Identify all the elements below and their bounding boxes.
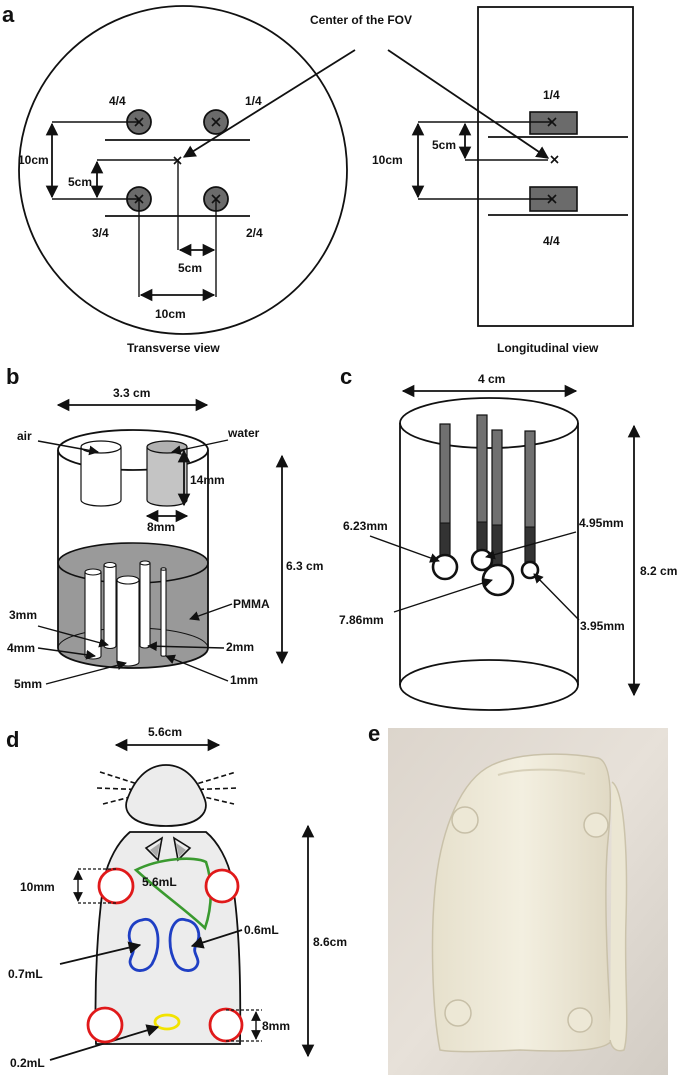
b-air-pointer xyxy=(37,440,99,456)
b-rod-label-3mm: 3mm xyxy=(9,608,37,622)
c-cylinder-bottom xyxy=(399,659,579,711)
b-width-label: 3.3 cm xyxy=(113,386,150,400)
label-1-4: 1/4 xyxy=(245,94,262,108)
panel-d: d 5.6cm 5.6mL 0.6mL 0.7mL 0. xyxy=(6,725,347,1070)
d-marker-guides xyxy=(78,868,262,1042)
panel-label-a: a xyxy=(2,2,15,27)
b-water-label: water xyxy=(227,426,260,440)
c-cylinder-top xyxy=(399,397,579,449)
b-rod-pointer-5mm xyxy=(45,660,127,685)
dim-label-5cm-bottom: 5cm xyxy=(178,261,202,275)
b-water-insert xyxy=(146,446,188,507)
b-cylinder-bottom xyxy=(57,647,209,669)
fov-center-label: Center of the FOV xyxy=(310,13,412,27)
c-sphere-7-86mm xyxy=(481,563,515,597)
c-label-7-86mm: 7.86mm xyxy=(339,613,384,627)
b-rod-label-4mm: 4mm xyxy=(7,641,35,655)
b-water-pointer xyxy=(171,439,229,455)
b-air-insert xyxy=(80,447,122,507)
longitudinal-fov-box xyxy=(477,6,634,327)
d-height-label: 8.6cm xyxy=(313,935,347,949)
e-phantom-photo xyxy=(431,753,628,1053)
c-pointer-4-95mm xyxy=(485,531,577,560)
panel-label-e: e xyxy=(368,721,380,746)
panel-label-b: b xyxy=(6,364,19,389)
c-label-4-95mm: 4.95mm xyxy=(579,516,624,530)
b-rod-pointer-1mm xyxy=(165,654,229,682)
c-pointer-3-95mm xyxy=(533,573,580,621)
panel-label-c: c xyxy=(340,364,352,389)
b-rod-pointer-2mm xyxy=(147,641,225,652)
b-rod-pointer-4mm xyxy=(37,647,96,660)
d-ear-right-inner xyxy=(176,843,186,857)
dim-label-5cm-left: 5cm xyxy=(68,175,92,189)
panel-label-d: d xyxy=(6,727,19,752)
b-air-label: air xyxy=(17,429,32,443)
d-kidney-left-label: 0.7mL xyxy=(8,967,43,981)
c-height-label: 8.2 cm xyxy=(640,564,677,578)
transverse-guide-lines xyxy=(52,121,217,297)
b-pmma-label: PMMA xyxy=(233,597,270,611)
dim-label-10cm-left: 10cm xyxy=(18,153,49,167)
transverse-fov-circle xyxy=(18,5,348,335)
d-kidney-left-pointer xyxy=(59,941,142,965)
d-heart-label: 5.6mL xyxy=(142,875,177,889)
long-dim-label-10cm: 10cm xyxy=(372,153,403,167)
c-pointer-6-23mm xyxy=(369,535,440,563)
c-sphere-rods xyxy=(439,414,536,566)
pointer-to-transverse-center xyxy=(182,49,356,158)
b-rod-label-5mm: 5mm xyxy=(14,677,42,691)
b-rods xyxy=(84,560,167,667)
label-2-4: 2/4 xyxy=(246,226,263,240)
b-water-insert-top xyxy=(146,440,188,454)
long-guide-lines xyxy=(418,121,552,200)
c-label-6-23mm: 6.23mm xyxy=(343,519,388,533)
transverse-caption: Transverse view xyxy=(127,341,220,355)
b-height-label: 6.3 cm xyxy=(286,559,323,573)
d-mouse-head xyxy=(125,764,207,827)
d-marker-bottom-label: 8mm xyxy=(262,1019,290,1033)
panel-e: e xyxy=(368,721,668,1075)
panel-c: c 4 cm 8.2 cm 6.23mm 4.95mm 7.86mm xyxy=(339,364,677,711)
d-bladder-label: 0.2mL xyxy=(10,1056,45,1070)
b-air-insert-top xyxy=(80,440,122,454)
long-label-bottom: 4/4 xyxy=(543,234,560,248)
panel-b: b 3.3 cm 14mm 8mm air water xyxy=(6,364,323,691)
c-pointer-7-86mm xyxy=(393,578,493,613)
longitudinal-caption: Longitudinal view xyxy=(497,341,599,355)
b-insert-diam-label: 8mm xyxy=(147,520,175,534)
d-kidney-right-label: 0.6mL xyxy=(244,923,279,937)
b-rod-label-1mm: 1mm xyxy=(230,673,258,687)
d-bladder-outline xyxy=(153,1013,181,1031)
d-marker-top-label: 10mm xyxy=(20,880,55,894)
d-width-label: 5.6cm xyxy=(148,725,182,739)
label-4-4: 4/4 xyxy=(109,94,126,108)
c-width-label: 4 cm xyxy=(478,372,505,386)
b-pmma-pointer xyxy=(189,603,233,621)
long-label-top: 1/4 xyxy=(543,88,560,102)
d-ear-left-inner xyxy=(150,843,160,857)
d-kidney-right-pointer xyxy=(190,929,243,949)
label-3-4: 3/4 xyxy=(92,226,109,240)
d-bladder-pointer xyxy=(49,1024,160,1061)
b-insert-height-label: 14mm xyxy=(190,473,225,487)
dim-label-10cm-bottom: 10cm xyxy=(155,307,186,321)
b-rod-label-2mm: 2mm xyxy=(226,640,254,654)
c-sphere-6-23mm xyxy=(431,553,459,581)
c-label-3-95mm: 3.95mm xyxy=(580,619,625,633)
pointer-to-longitudinal-center xyxy=(387,49,550,159)
long-dim-label-5cm: 5cm xyxy=(432,138,456,152)
b-rod-pointer-3mm xyxy=(37,625,109,648)
panel-a: a Center of the FOV 4/4 1/4 3/4 2/4 xyxy=(2,2,634,355)
